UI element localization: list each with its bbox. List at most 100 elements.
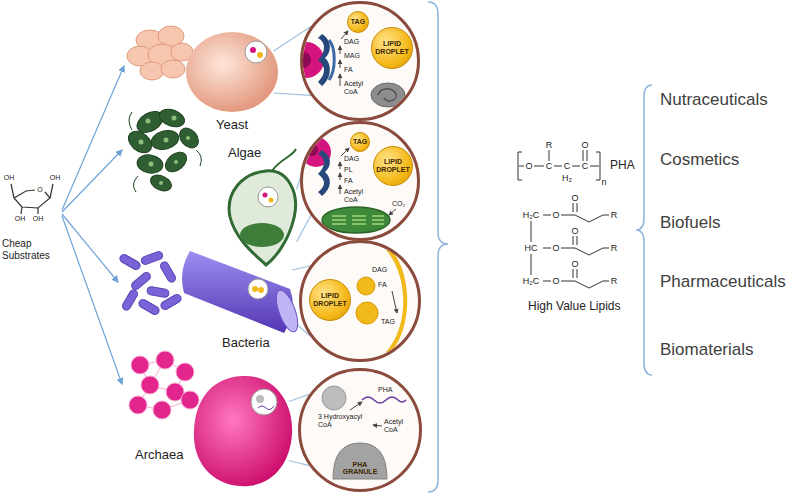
chem-label: C [582, 161, 589, 171]
chem-label: O [552, 276, 559, 286]
bacteria-inclusions [356, 248, 407, 354]
chem-label: O [37, 186, 42, 194]
cell-label: Bacteria [222, 336, 270, 351]
illustration-part [146, 119, 151, 124]
chem-label: R [546, 140, 553, 150]
triglyceride-structure [531, 203, 609, 288]
illustration-part [245, 41, 267, 63]
chem-label: O [581, 140, 588, 150]
cell-shape: Bacteria [180, 245, 300, 345]
yeast-cluster [127, 26, 193, 80]
inclusion-label: LIPID DROPLET [376, 158, 410, 173]
zoom-circle: DAGFATAGLIPID DROPLET [299, 240, 421, 362]
illustration-part [575, 281, 609, 288]
illustration-part [577, 236, 578, 245]
lipid-droplet: LIPID DROPLET [309, 279, 351, 321]
illustration-part [583, 150, 584, 161]
shape [180, 245, 300, 345]
illustration-part [37, 208, 38, 214]
tag-droplet: TAG [347, 11, 369, 33]
chem-label: R [611, 210, 618, 220]
chem-label: R [611, 243, 618, 253]
illustration-part [341, 148, 349, 156]
illustration-part [561, 281, 575, 282]
illustration-part [329, 40, 334, 80]
cell-shape: Archaea [188, 372, 296, 490]
pathway-label: DAG [344, 38, 359, 46]
illustration-part [371, 83, 405, 107]
zoom-circle: DAGMAGFAAcetyl CoATAGLIPID DROPLET [300, 1, 420, 121]
pathway-label: CO₂ [392, 200, 405, 208]
illustration-part [392, 291, 397, 313]
illustration-part [140, 250, 163, 265]
illustration-part [176, 124, 202, 151]
granule-shape [333, 443, 387, 479]
chem-label: C [546, 161, 553, 171]
illustration-part [356, 302, 378, 324]
illustration-part [50, 184, 53, 198]
illustration-part [350, 402, 362, 410]
zoom-line [274, 27, 311, 51]
illustration-part [153, 401, 171, 419]
illustration-part [139, 116, 191, 186]
illustration-part [121, 288, 139, 311]
inclusion-label: PHA GRANULE [335, 461, 385, 476]
illustration-part [531, 221, 532, 242]
cell-label: Archaea [135, 448, 183, 463]
illustration-part [159, 260, 177, 283]
illustration-part [318, 34, 330, 86]
illustration-part [256, 395, 264, 403]
illustration-part [164, 138, 169, 143]
illustration-part [295, 52, 311, 68]
illustration-part [332, 223, 346, 225]
application-label: Nutraceuticals [660, 90, 768, 110]
illustration-part [159, 181, 163, 185]
illustration-part [129, 112, 132, 130]
chem-label: H₂C [523, 210, 540, 220]
illustration-part [352, 223, 366, 225]
illustration-part [196, 150, 201, 166]
chem-label: O [525, 161, 532, 171]
lipid-droplet: LIPID DROPLET [371, 27, 413, 69]
illustration-part [322, 207, 390, 233]
glucose-structure [11, 184, 53, 214]
product-label: High Value Lipids [528, 300, 621, 314]
lipid-droplet: LIPID DROPLET [373, 146, 413, 186]
illustration-part [141, 376, 159, 394]
illustration-part [129, 396, 147, 414]
illustration-part [389, 209, 396, 215]
illustration-part [21, 207, 22, 214]
illustration-part [131, 356, 149, 374]
zoom-line [274, 93, 311, 95]
zoom-line [292, 266, 310, 270]
application-label: Biofuels [660, 213, 720, 233]
illustration-part [372, 223, 384, 225]
chem-label: H₂ [562, 173, 572, 183]
illustration-part [162, 148, 191, 176]
chem-label: O [571, 259, 578, 269]
illustration-part [378, 89, 396, 101]
illustration-part [146, 286, 169, 298]
illustration-part [332, 215, 346, 217]
pathway-label: Acetyl CoA [344, 80, 370, 96]
cell-shape: Algae [222, 163, 302, 268]
tag-droplet: TAG [350, 132, 370, 152]
illustration-part [577, 269, 578, 278]
illustration-part [531, 254, 532, 275]
illustration-part [549, 150, 550, 161]
pathway-label: DAG [372, 266, 387, 274]
bacteria-cell [182, 251, 293, 333]
illustration-part [352, 215, 366, 217]
illustration-part [561, 248, 575, 249]
illustration-part [129, 351, 199, 419]
inclusion-label: LIPID DROPLET [374, 40, 410, 55]
chem-label: n [601, 177, 606, 187]
illustration-part [340, 173, 341, 180]
substrate-arrows [62, 66, 124, 384]
zoom-circle: PHA3 Hydroxyacyl CoAAcetyl CoAPHA GRANUL… [298, 368, 422, 492]
illustration-part [352, 219, 366, 221]
zoom-line [297, 215, 311, 241]
cell-label: Algae [228, 146, 261, 161]
application-label: Biomaterials [660, 340, 754, 360]
